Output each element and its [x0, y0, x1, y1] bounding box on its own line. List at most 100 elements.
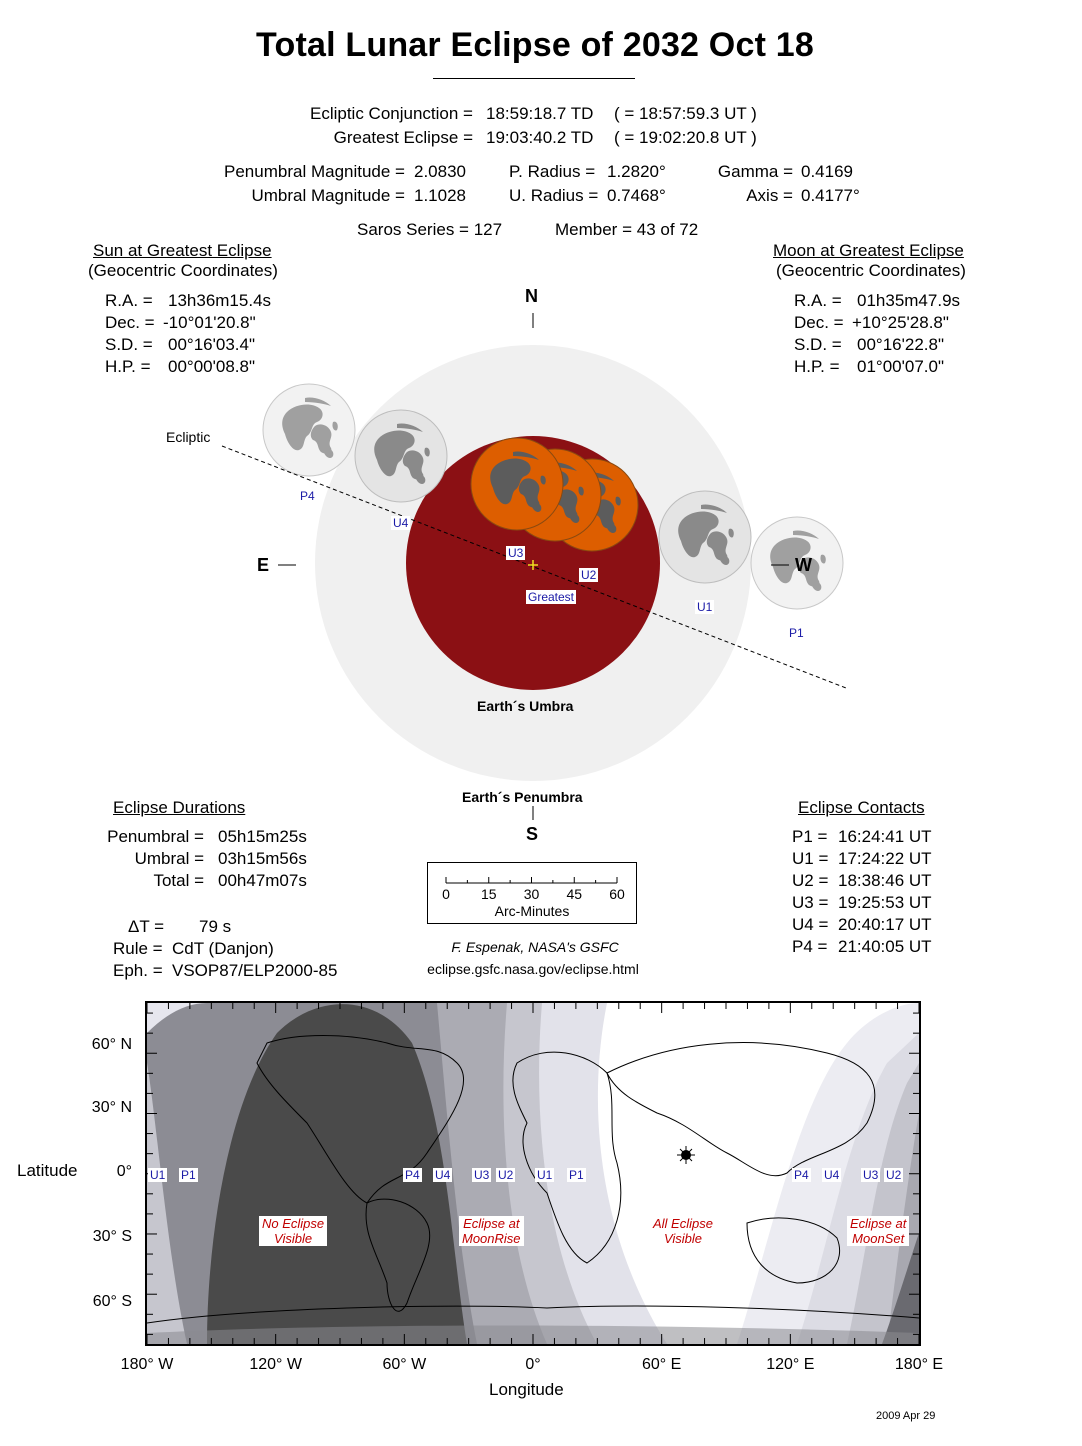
map-contact-p4-mid: P4	[403, 1168, 422, 1182]
region-all-visible-line1: All Eclipse	[653, 1216, 713, 1231]
south-america-outline	[365, 1198, 431, 1312]
credit-author: F. Espenak, NASA's GSFC	[451, 939, 619, 955]
duration-total-label: Total =	[153, 871, 204, 890]
lat-tick-label: 60° S	[92, 1293, 132, 1310]
scale-tick-label: 60	[609, 886, 625, 902]
ecliptic-conjunction-ut: ( = 18:57:59.3 UT )	[614, 104, 757, 123]
greatest-eclipse-td: 19:03:40.2 TD	[486, 128, 594, 147]
contact-5-value: 21:40:05 UT	[838, 937, 932, 956]
rule-value: CdT (Danjon)	[172, 939, 274, 958]
moon-p4	[262, 383, 356, 477]
duration-umbral-value: 03h15m56s	[218, 849, 307, 868]
p-radius-label: P. Radius =	[509, 162, 596, 181]
gamma-value: 0.4169	[801, 162, 853, 181]
ecliptic-conjunction-td: 18:59:18.7 TD	[486, 104, 594, 123]
axis-label: Axis =	[746, 186, 793, 205]
east-label: E	[257, 555, 270, 575]
ecliptic-conjunction-label: Ecliptic Conjunction =	[309, 104, 473, 123]
sun-sd-label: S.D. =	[105, 335, 153, 354]
lon-tick-label: 120° E	[766, 1356, 815, 1373]
moon-hp-value: 01°00'07.0"	[857, 357, 944, 376]
asia-outline	[606, 1042, 876, 1177]
continent-outlines	[147, 1035, 919, 1324]
contact-2-label: U2 =	[792, 871, 829, 890]
lat-tick-label: 0°	[116, 1163, 132, 1180]
map-contact-u1-left: U1	[148, 1168, 168, 1182]
region-all-visible-line2: Visible	[663, 1231, 703, 1246]
contact-0-label: P1 =	[792, 827, 828, 846]
moon-p1	[750, 516, 844, 610]
map-band-no-eclipse	[207, 1004, 467, 1344]
axis-value: 0.4177°	[801, 186, 860, 205]
penumbral-magnitude-label: Penumbral Magnitude =	[224, 162, 405, 181]
u-radius-label: U. Radius =	[509, 186, 599, 205]
lon-tick-label: 60° W	[382, 1356, 427, 1373]
greatest-label: Greatest	[526, 590, 577, 604]
saros-series: Saros Series = 127	[357, 220, 502, 240]
greatest-eclipse-ut: ( = 19:02:20.8 UT )	[614, 128, 757, 147]
lon-tick-label: 180° E	[894, 1356, 944, 1373]
saros-member: Member = 43 of 72	[555, 220, 698, 240]
title-underline	[433, 78, 635, 79]
footer-date: 2009 Apr 29	[876, 1410, 936, 1422]
member-value: 43 of 72	[636, 220, 699, 239]
map-contact-u4-mid: U4	[433, 1168, 453, 1182]
moon-u1	[658, 490, 752, 584]
moon-u3	[470, 437, 564, 531]
map-contact-p1-mid: P1	[567, 1168, 586, 1182]
saros-value: 127	[473, 220, 503, 239]
scale-tick-label: 0	[442, 886, 450, 902]
duration-penumbral-value: 05h15m25s	[218, 827, 307, 846]
contact-0-value: 16:24:41 UT	[838, 827, 932, 846]
contact-1-value: 17:24:22 UT	[838, 849, 932, 868]
region-no-eclipse: No Eclipse Visible	[259, 1216, 328, 1246]
durations-heading: Eclipse Durations	[113, 798, 246, 817]
contact-3-value: 19:25:53 UT	[838, 893, 932, 912]
scale-ruler	[445, 877, 618, 884]
sun-ra-value: 13h36m15.4s	[168, 291, 272, 310]
moon-heading: Moon at Greatest Eclipse	[773, 241, 964, 260]
sun-dec-label: Dec. =	[105, 313, 155, 332]
sub-lunar-point-icon	[677, 1146, 695, 1164]
region-moonrise: Eclipse at MoonRise	[459, 1216, 524, 1246]
region-moonset: Eclipse at MoonSet	[847, 1216, 910, 1246]
credit-url[interactable]: eclipse.gsfc.nasa.gov/eclipse.html	[427, 961, 639, 977]
north-america-outline	[256, 1035, 464, 1204]
australia-outline	[746, 1217, 841, 1284]
region-moonset-line2: MoonSet	[852, 1231, 905, 1246]
contact-2-value: 18:38:46 UT	[838, 871, 932, 890]
contact-label-u1: U1	[695, 600, 715, 614]
delta-t-value: 79 s	[199, 917, 232, 936]
map-band-left-strip	[147, 1063, 187, 1344]
map-contact-u2-right: U2	[884, 1168, 904, 1182]
penumbral-magnitude-value: 2.0830	[414, 162, 466, 181]
sun-subheading: (Geocentric Coordinates)	[88, 261, 278, 280]
duration-penumbral-label: Penumbral =	[107, 827, 204, 846]
moon-sd-label: S.D. =	[794, 335, 842, 354]
moon-dec-label: Dec. =	[794, 313, 844, 332]
map-contact-u4-right: U4	[822, 1168, 842, 1182]
lat-tick-label: 60° N	[91, 1036, 132, 1053]
map-contact-u3-mid: U3	[472, 1168, 492, 1182]
map-contact-u3-right: U3	[861, 1168, 881, 1182]
contacts-heading: Eclipse Contacts	[798, 798, 925, 817]
eph-value: VSOP87/ELP2000-85	[172, 961, 338, 980]
eclipse-geometry-diagram	[221, 313, 847, 820]
contact-4-value: 20:40:17 UT	[838, 915, 932, 934]
region-moonset-line1: Eclipse at	[850, 1216, 907, 1231]
moon-sd-value: 00°16'22.8"	[857, 335, 944, 354]
ecliptic-label: Ecliptic	[166, 429, 211, 445]
south-label: S	[526, 824, 539, 844]
eph-label: Eph. =	[113, 961, 163, 980]
contact-label-p4: P4	[300, 489, 315, 503]
page-title: Total Lunar Eclipse of 2032 Oct 18	[256, 26, 814, 64]
gamma-label: Gamma =	[717, 162, 793, 181]
member-label: Member =	[555, 220, 632, 239]
moon-subheading: (Geocentric Coordinates)	[776, 261, 966, 280]
map-contact-u2-mid: U2	[496, 1168, 516, 1182]
umbral-magnitude-label: Umbral Magnitude =	[251, 186, 405, 205]
sun-dec-value: -10°01'20.8"	[163, 313, 256, 332]
contact-3-label: U3 =	[792, 893, 829, 912]
scale-tick-label: 15	[480, 886, 497, 902]
visibility-map-svg	[147, 1003, 919, 1344]
